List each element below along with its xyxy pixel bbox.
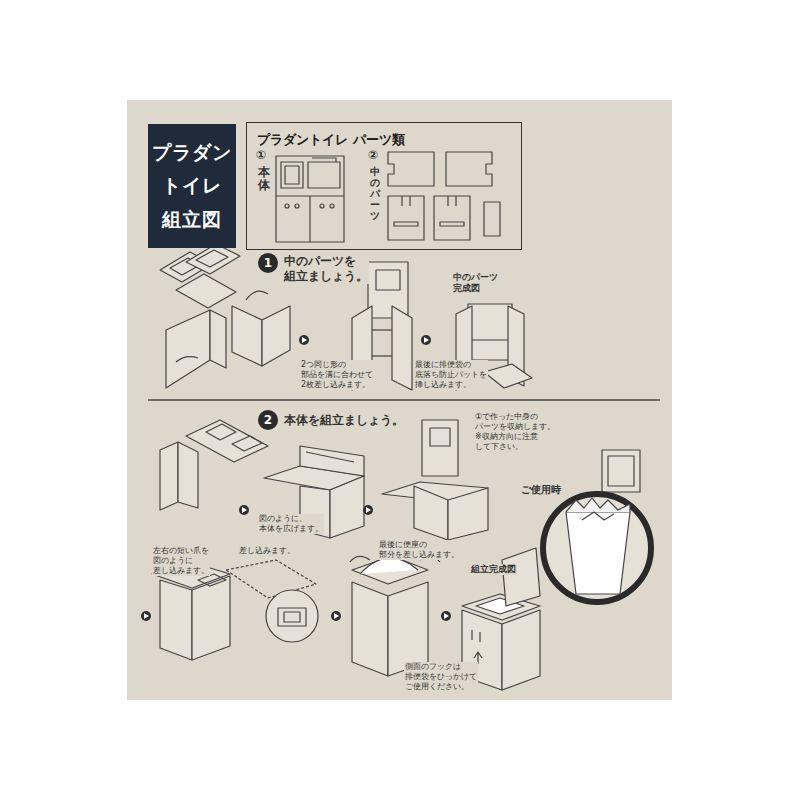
title-text: プラダン トイレ 組立図 — [152, 136, 232, 236]
part-number: ① — [255, 148, 267, 163]
step-digit: 2 — [264, 414, 272, 426]
cardboard-ground — [127, 100, 672, 700]
instruction-note: 最後に排便袋の 底落ち防止パットを 挿し込みます。 — [414, 360, 488, 390]
instruction-note: 図のように、 本体を広げます。 — [258, 514, 324, 534]
step-heading: 中のパーツを 組立ましょう。 — [283, 254, 369, 284]
flow-bullet-heads — [144, 337, 449, 619]
parts-drawings — [276, 152, 500, 242]
section-divider — [148, 399, 660, 401]
part-name: 本体 — [258, 166, 270, 192]
title-box: プラダン トイレ 組立図 — [148, 124, 236, 248]
instruction-note: 左右の短い爪を 図のように 差し込みます。 — [152, 546, 210, 576]
step2-drawings — [152, 420, 651, 690]
part-number: ② — [367, 148, 379, 163]
instruction-note: 最後に便座の 部分を差し込みます。 — [378, 540, 460, 560]
step1-drawings — [160, 244, 532, 390]
step-number: 1 — [258, 253, 278, 273]
step-heading: 本体を組立ましょう。 — [283, 413, 405, 428]
instruction-note: 側面のフックは 排便袋をひっかけて ご使用ください。 — [404, 662, 478, 692]
flow-bullets — [141, 335, 451, 621]
figure-caption: ご使用時 — [520, 484, 562, 497]
instruction-note: 差し込みます。 — [238, 546, 296, 556]
instruction-note: ①で作った中身の パーツを収納します。 ※収納方向に注意 して下さい。 — [474, 412, 556, 452]
step-digit: 1 — [264, 257, 272, 269]
instruction-note: 2つ同じ形の 部品を溝に合わせて 2枚差し込みます。 — [300, 360, 374, 390]
parts-frame: プラダントイレ パーツ類 — [246, 122, 522, 250]
part-name: 中のパーツ — [370, 166, 380, 221]
frame-heading: プラダントイレ パーツ類 — [257, 131, 511, 149]
figure-caption: 中のパーツ 完成図 — [452, 272, 499, 295]
step-number: 2 — [258, 410, 278, 430]
figure-caption: 組立完成図 — [470, 564, 517, 575]
